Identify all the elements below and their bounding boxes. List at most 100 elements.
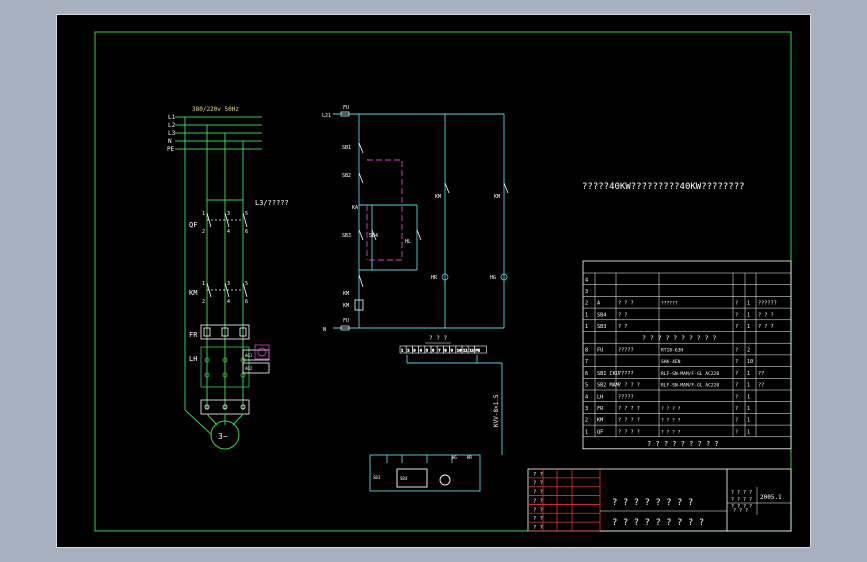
title-left-cell: ? ?	[533, 498, 543, 504]
fr-label: FR	[189, 331, 198, 339]
terminal-label: 4	[420, 348, 423, 353]
km-label: KM	[189, 289, 197, 297]
hr-lamp-icon	[441, 273, 449, 281]
schematic-canvas: 380/220v 50Hz L1 L2 L3 N PE L3/?????	[94, 31, 792, 532]
terminal-label: 5	[426, 348, 428, 353]
title-left-cell: ? ?	[533, 507, 543, 513]
svg-text:4: 4	[227, 229, 230, 235]
terminal-label: 7	[438, 348, 440, 353]
meter-label-1: A61	[245, 353, 253, 358]
cable-run	[406, 355, 503, 455]
bom-cell: ? ? ? ?	[618, 429, 640, 435]
title-left-cell: ? ?	[533, 481, 543, 487]
bom-cell: 8	[585, 348, 588, 354]
svg-text:4: 4	[227, 299, 230, 305]
bom-cell: SB4	[597, 312, 606, 318]
km-coil	[354, 299, 364, 311]
fu-bottom-fuse	[340, 325, 350, 331]
meter-box	[242, 344, 270, 374]
bom-cell: SB2 MAM	[597, 383, 619, 389]
bom-cell: 3	[585, 289, 588, 295]
motor-icon	[210, 420, 240, 450]
bom-cell: ?????	[618, 348, 634, 354]
bom-cell: 2	[585, 418, 588, 424]
n-label: N	[323, 327, 326, 333]
svg-text:SB2: SB2	[342, 173, 351, 179]
title-sub: ? ? ? ? ? ? ? ? ?	[612, 518, 704, 528]
control-wires	[333, 113, 505, 329]
power-circuit: 380/220v 50Hz L1 L2 L3 N PE L3/?????	[167, 106, 289, 450]
bom-cell: 10	[747, 359, 753, 365]
svg-text:HL: HL	[405, 239, 411, 245]
svg-text:6: 6	[245, 229, 248, 235]
svg-text:HR: HR	[467, 455, 472, 460]
bom-cell: ?	[735, 371, 738, 377]
lh-label: LH	[189, 355, 197, 363]
bom-cell: ??????	[661, 301, 678, 307]
motor-leads	[184, 409, 244, 436]
svg-text:6: 6	[245, 299, 248, 305]
control-circuit: FU L21	[322, 105, 509, 492]
fu-top-label: FU	[343, 105, 349, 111]
phase-l2: L2	[168, 122, 176, 129]
bom-cell: SAK-4EN	[661, 359, 681, 365]
operator-panel	[369, 454, 481, 492]
svg-text:2: 2	[202, 299, 205, 305]
bom-cell: ??????	[758, 301, 777, 307]
title-block: ? ?? ?? ?? ?? ?? ?? ?? ? ? ? ? ? ? ?? ? …	[527, 468, 792, 532]
svg-text:5: 5	[245, 281, 248, 287]
title-frame	[527, 468, 792, 532]
phase-l1: L1	[168, 114, 176, 121]
svg-text:3: 3	[227, 281, 230, 287]
terminal-label: 11	[463, 348, 468, 353]
motor-label: 3~	[218, 432, 228, 441]
title-year: 2005.1	[760, 494, 782, 501]
fu-bottom-label: FU	[343, 318, 349, 324]
bom-cell: ?	[735, 429, 738, 435]
bom-cell: SB1 CKU	[597, 371, 619, 377]
bom-cell: 4	[585, 277, 588, 283]
terminal-label: 6	[432, 348, 435, 353]
bom-cell: ?	[735, 394, 738, 400]
bom-cell: ? ?	[618, 324, 627, 330]
bom-cell: ??	[758, 383, 764, 389]
bom-cell: ? ? ? ?	[661, 406, 681, 412]
title-sheet-no: ? ? ?	[733, 508, 748, 514]
bom-cell: RLF-SN-MAM/F-GL AC220	[661, 383, 719, 389]
svg-text:5: 5	[245, 211, 248, 217]
title-right-cell: ? ? ? ?	[731, 497, 752, 503]
control-contacts	[358, 142, 509, 288]
l21-label: L21	[322, 113, 331, 119]
meter-label-2: A62	[245, 366, 253, 371]
svg-text:SB4: SB4	[369, 233, 378, 239]
cable-label: KVV-8×1.5	[493, 394, 500, 427]
bom-cell: 1	[747, 418, 750, 424]
bom-cell: 1	[747, 394, 750, 400]
hg-lamp-icon	[500, 273, 508, 281]
bom-cell: 1	[747, 324, 750, 330]
title-left-cell: ? ?	[533, 472, 543, 478]
bom-cell: ? ? ? ?	[618, 406, 640, 412]
terminal-label: 12	[469, 348, 474, 353]
svg-text:SB4: SB4	[400, 476, 408, 481]
bom-cell: FU	[597, 348, 603, 354]
bom-cell: 1	[585, 312, 588, 318]
title-main: ? ? ? ? ? ? ? ?	[612, 498, 693, 508]
bom-cell: 4	[585, 394, 588, 400]
bom-cell: ?	[735, 383, 738, 389]
title-right-cell: ? ? ? ?	[731, 490, 752, 496]
terminal-label: PE	[475, 348, 480, 353]
bom-cell: 1	[747, 312, 750, 318]
svg-text:1: 1	[202, 211, 205, 217]
bus-title: ? ? ?	[429, 335, 447, 342]
bom-cell: KM	[597, 418, 603, 424]
bom-cell: A	[597, 301, 601, 307]
bom-cell: 6	[585, 371, 588, 377]
km-coil-label: KM	[343, 303, 349, 309]
terminal-label: 3	[413, 348, 415, 353]
qf-label: QF	[189, 221, 197, 229]
